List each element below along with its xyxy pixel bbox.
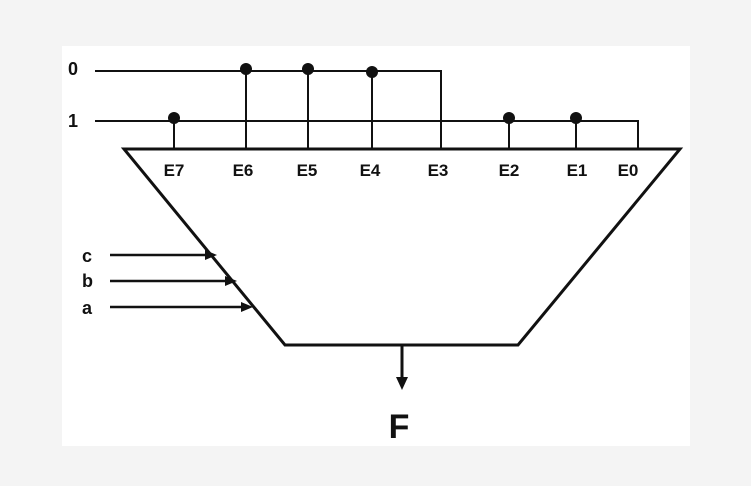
input-label-e3: E3	[428, 161, 449, 180]
constant-0-bus	[95, 70, 442, 149]
select-label-c: c	[82, 246, 92, 266]
input-label-e6: E6	[233, 161, 254, 180]
junction-dot-e5	[302, 63, 314, 75]
select-label-a: a	[82, 298, 93, 318]
input-label-e2: E2	[499, 161, 520, 180]
junction-dot-e2	[503, 112, 515, 124]
output-arrowhead	[396, 377, 408, 390]
junction-dot-e1	[570, 112, 582, 124]
input-label-e4: E4	[360, 161, 381, 180]
junction-dot-e6	[240, 63, 252, 75]
input-label-e7: E7	[164, 161, 185, 180]
select-label-b: b	[82, 271, 93, 291]
constant-1-bus	[95, 120, 639, 149]
input-label-e5: E5	[297, 161, 318, 180]
select-arrowhead-b	[225, 276, 237, 286]
constant-0-label: 0	[68, 59, 78, 79]
select-arrowhead-c	[205, 250, 217, 260]
constant-1-label: 1	[68, 111, 78, 131]
mux-body	[120, 147, 684, 347]
output-label-f: F	[389, 408, 410, 446]
junction-dot-e7	[168, 112, 180, 124]
input-label-e1: E1	[567, 161, 588, 180]
input-label-e0: E0	[618, 161, 639, 180]
select-arrowhead-a	[241, 302, 253, 312]
junction-dot-e4	[366, 66, 378, 78]
